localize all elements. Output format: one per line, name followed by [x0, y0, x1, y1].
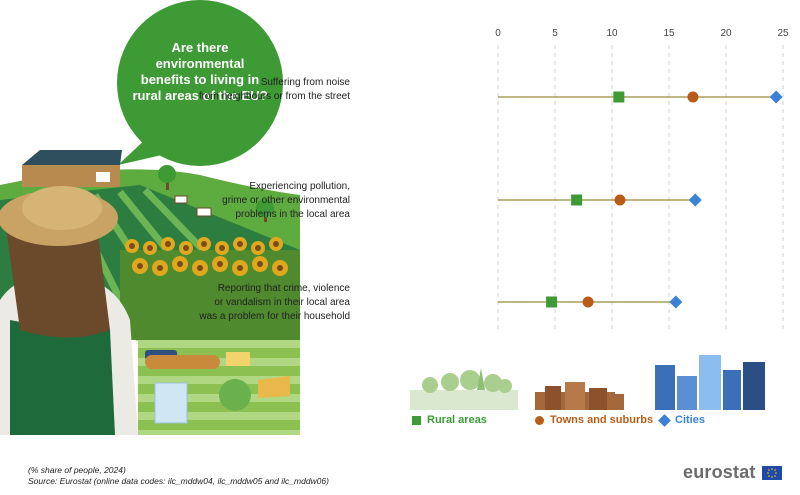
circle-marker-icon [535, 415, 544, 425]
category-label-crime: Reporting that crime, violence or vandal… [180, 282, 350, 324]
dot-plot-chart: 0 5 10 15 20 25 [495, 28, 789, 330]
sunflower-field [120, 237, 300, 340]
category-label-pollution: Experiencing pollution, grime or other e… [180, 180, 350, 222]
category-label-line: Experiencing pollution, [249, 181, 350, 192]
x-tick-label: 15 [663, 28, 675, 39]
cities-marker [669, 295, 683, 309]
speech-bubble [117, 0, 283, 166]
legend-illustrations [410, 355, 765, 410]
picnic-blanket [138, 340, 300, 435]
cities-marker [688, 193, 702, 207]
x-tick-label: 0 [495, 28, 501, 39]
question-title: Are there environmental benefits to livi… [132, 40, 268, 103]
tree [158, 165, 176, 190]
category-label-line: grime or other environmental [222, 195, 350, 206]
towns-marker [582, 296, 594, 308]
x-tick-label: 20 [720, 28, 732, 39]
legend-towns: Towns and suburbs [535, 414, 653, 426]
diamond-marker-icon [658, 413, 671, 427]
rural-illustration [0, 0, 300, 435]
unit-note: (% share of people, 2024) [28, 465, 126, 475]
legend-cities: Cities [658, 413, 705, 427]
category-label-noise: Suffering from noise from neighbours or … [180, 76, 350, 104]
towns-marker [614, 194, 626, 206]
category-label-line: from neighbours or from the street [198, 91, 350, 102]
logo-text: eurostat [683, 462, 756, 482]
tree [256, 199, 274, 222]
rural-marker [546, 296, 558, 308]
eu-flag-icon [761, 465, 782, 480]
source-note: Source: Eurostat (online data codes: ilc… [28, 476, 329, 486]
woman-figure [0, 186, 138, 435]
towns-marker [687, 91, 699, 103]
barn [22, 150, 122, 187]
rural-marker [571, 194, 583, 206]
x-tick-label: 25 [777, 28, 789, 39]
x-tick-label: 10 [606, 28, 618, 39]
category-label-line: Reporting that crime, violence [217, 283, 350, 294]
cities-marker [769, 90, 783, 104]
legend-towns-label: Towns and suburbs [550, 414, 654, 426]
square-marker-icon [412, 415, 421, 425]
category-label-line: or vandalism in their local area [214, 297, 350, 308]
category-label-line: problems in the local area [235, 209, 350, 220]
legend-rural-label: Rural areas [427, 414, 487, 426]
town-buildings-icon [535, 382, 624, 410]
category-label-line: Suffering from noise [260, 77, 350, 88]
rural-marker [613, 91, 625, 103]
rural-landscape-icon [410, 368, 518, 410]
legend-rural: Rural areas [412, 414, 487, 426]
legend-cities-label: Cities [675, 414, 705, 426]
x-tick-label: 5 [552, 28, 558, 39]
eurostat-logo: eurostat [683, 462, 782, 483]
category-label-line: was a problem for their household [199, 311, 350, 322]
city-buildings-icon [655, 355, 765, 410]
